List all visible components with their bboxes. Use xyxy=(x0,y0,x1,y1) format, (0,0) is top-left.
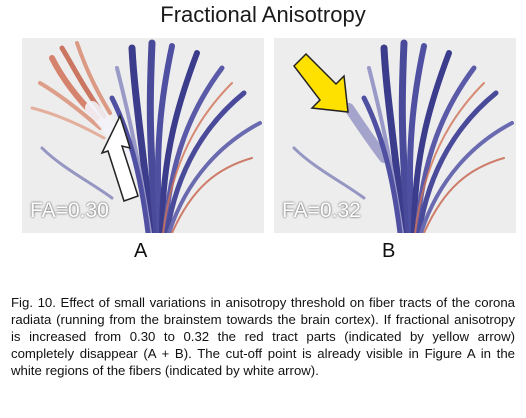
figure-caption: Fig. 10. Effect of small variations in a… xyxy=(11,294,515,379)
panel-letter-b: B xyxy=(382,240,396,262)
fiber-tract-rendering-a xyxy=(30,39,262,233)
figure-title: Fractional Anisotropy xyxy=(160,2,366,27)
yellow-arrow-icon xyxy=(293,52,349,113)
caption-label: Fig. 10. xyxy=(11,295,56,310)
fa-label-b: FA=0.32 xyxy=(282,199,361,222)
panel-a-image: FA=0.30 xyxy=(22,38,264,233)
panel-letter-a: A xyxy=(134,240,148,262)
fa-label-a: FA=0.30 xyxy=(30,199,109,222)
caption-text: Effect of small variations in anisotropy… xyxy=(11,295,519,378)
panel-b-image: FA=0.32 xyxy=(274,38,516,233)
fiber-tract-rendering-b xyxy=(292,39,514,233)
white-arrow-icon xyxy=(100,113,139,202)
